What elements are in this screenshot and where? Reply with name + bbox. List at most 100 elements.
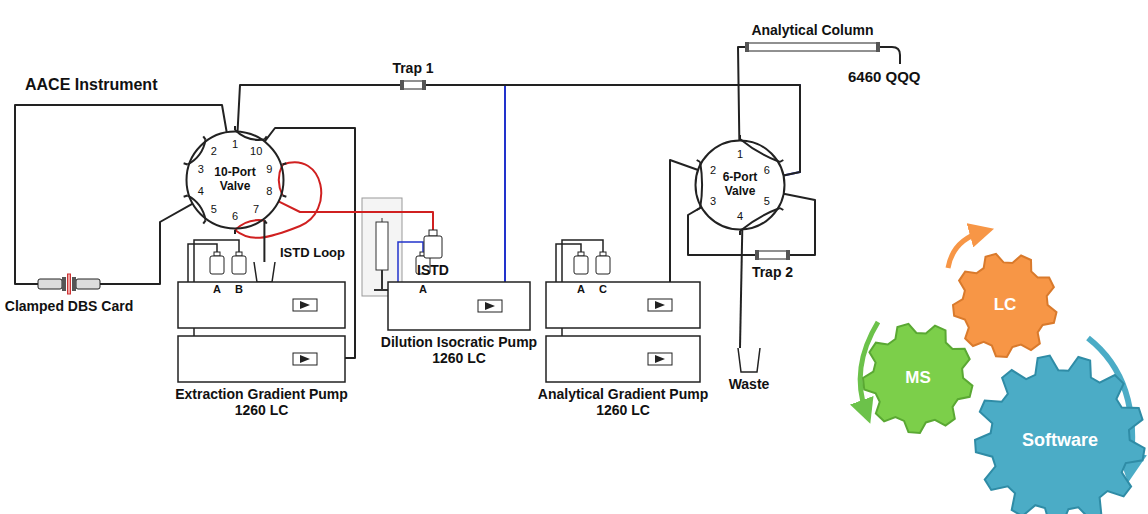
valve-port	[203, 136, 205, 139]
analytical-column	[748, 43, 877, 51]
istd-bottle-outline	[424, 230, 442, 258]
tubing-connector	[100, 204, 193, 284]
solvent-bottle	[578, 252, 584, 256]
card-clamp	[38, 279, 62, 289]
port-number: 8	[266, 185, 272, 197]
pump-head	[300, 301, 310, 309]
end-fitting	[745, 42, 749, 52]
bottle-label: A	[213, 283, 221, 295]
tubing-connector	[279, 201, 433, 230]
trap-cartridge: Trap 2	[755, 250, 790, 280]
valve-port	[184, 195, 188, 196]
pump-module: Analytical Gradient Pump 1260 LC	[546, 282, 700, 418]
port-number: 3	[198, 163, 204, 175]
bottle-label: C	[599, 283, 607, 295]
pump-module	[546, 282, 700, 328]
solvent-bottle	[600, 252, 606, 256]
port-number: 1	[737, 148, 743, 160]
tubing-connector	[15, 105, 227, 284]
analytical-column-outline	[745, 42, 880, 52]
tubing-connector	[670, 160, 698, 282]
pump-head	[478, 300, 502, 312]
pump-module	[388, 282, 530, 330]
node-label: Analytical Gradient Pump 1260 LC	[523, 386, 723, 418]
pump-head	[293, 299, 317, 311]
valve-port	[697, 160, 700, 162]
valve-port	[283, 163, 287, 164]
valve-port	[203, 220, 205, 223]
port-number: 2	[710, 163, 716, 175]
dbs-card	[68, 274, 71, 294]
node-label: Analytical Column	[751, 22, 873, 38]
trap-cartridge-outline	[755, 250, 790, 260]
port-number: 6	[232, 210, 238, 222]
gear-shape: Software	[975, 355, 1145, 514]
part-label: AACE Instrument	[25, 76, 157, 94]
pump-module	[178, 336, 345, 382]
node-label: Clamped DBS Card	[5, 298, 133, 314]
pump-module-drawing	[546, 282, 700, 382]
analytical-column: Analytical Column	[745, 22, 880, 52]
card-clamp	[62, 277, 66, 291]
pump-module	[546, 336, 700, 382]
pump-module-outline	[178, 282, 345, 382]
solvent-bottle	[574, 256, 588, 274]
solvent-bottle	[236, 252, 242, 256]
valve-port	[780, 160, 783, 162]
tubing-connector	[740, 229, 742, 348]
card-clamp	[72, 277, 76, 291]
valve-port	[264, 220, 266, 223]
node-label: Trap 2	[752, 264, 793, 280]
trap-cartridge	[403, 81, 423, 89]
part-label: 6460 QQQ	[848, 69, 921, 86]
istd-bottle: ISTD	[424, 230, 442, 278]
node-label: 6-Port Valve	[714, 171, 766, 199]
valve-port	[780, 208, 783, 210]
six-port-valve	[696, 141, 785, 230]
bottle-label: A	[419, 283, 427, 295]
dbs-card-clamp-drawing	[38, 274, 100, 294]
tubing-connector	[426, 85, 800, 176]
syringe-barrel	[376, 222, 388, 270]
end-fitting	[786, 250, 790, 260]
gear-shape: LC	[953, 253, 1057, 357]
trap-cartridge-drawing	[400, 80, 426, 90]
valve-port	[234, 230, 236, 234]
solvent-bottle	[232, 256, 246, 274]
waste-cup: Waste	[738, 348, 760, 392]
pump-module-outline	[388, 282, 530, 330]
solvent-bottle	[210, 256, 224, 274]
tubing-connector	[238, 85, 400, 132]
gear-shape	[975, 356, 1145, 514]
node-label: LC	[994, 295, 1017, 315]
waste-cup-outline	[738, 348, 760, 372]
end-fitting	[876, 42, 880, 52]
port-number: 3	[710, 194, 716, 206]
solvent-bottle	[214, 252, 220, 256]
port-number: 6	[764, 163, 770, 175]
istd-bottle	[424, 236, 442, 258]
node-label: Dilution Isocratic Pump 1260 LC	[367, 334, 552, 366]
end-fitting	[422, 80, 426, 90]
pump-head	[485, 302, 495, 310]
port-number: 9	[266, 163, 272, 175]
end-fitting	[755, 250, 759, 260]
port-number: 4	[737, 210, 743, 222]
node-label: Trap 1	[392, 60, 433, 76]
node-label: Software	[1022, 430, 1098, 451]
valve-port	[283, 195, 287, 196]
node-label: MS	[905, 368, 931, 388]
port-number: 7	[253, 203, 259, 215]
bottle-label: B	[235, 283, 243, 295]
valve-channel	[740, 139, 780, 162]
dbs-card-clamp: Clamped DBS Card	[38, 274, 100, 314]
pump-module: Extraction Gradient Pump 1260 LC	[178, 282, 345, 418]
pump-head	[293, 353, 317, 365]
tubing-connector	[738, 47, 745, 141]
pump-module: Dilution Isocratic Pump 1260 LC	[388, 282, 530, 366]
trap-cartridge-outline	[400, 80, 426, 90]
end-fitting	[400, 80, 404, 90]
valve-port	[234, 126, 236, 130]
bottle-label: A	[577, 283, 585, 295]
port-number: 10	[250, 145, 262, 157]
